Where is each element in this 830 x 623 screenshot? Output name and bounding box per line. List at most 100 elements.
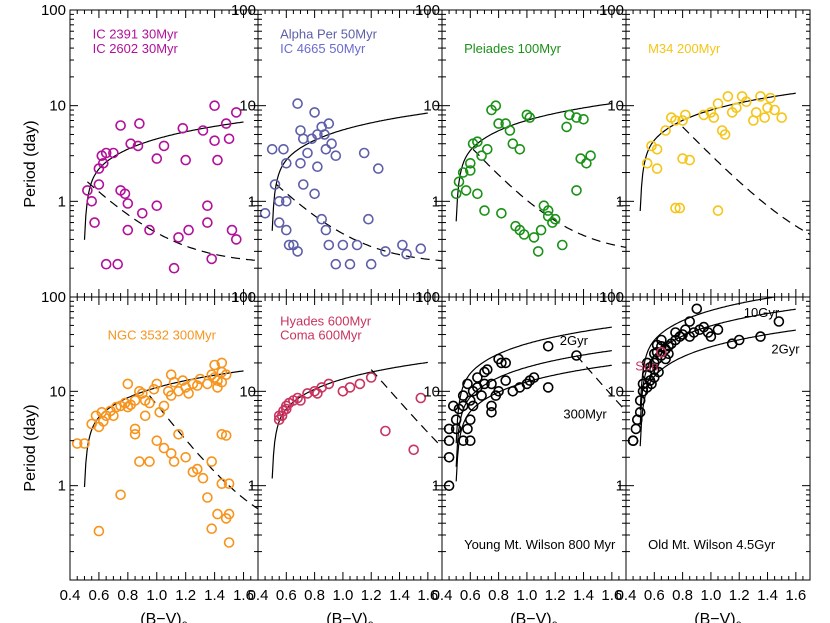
data-point xyxy=(344,258,356,270)
data-point xyxy=(674,202,686,214)
data-point xyxy=(206,253,217,265)
data-point xyxy=(708,112,720,123)
data-point xyxy=(122,224,134,236)
data-point xyxy=(464,435,476,447)
data-point xyxy=(408,444,420,456)
data-point xyxy=(302,147,313,159)
data-point xyxy=(209,135,220,146)
data-point xyxy=(660,125,671,136)
panel-label-ic2391-0: IC 2391 30Myr xyxy=(93,27,179,42)
x-tick-label: 1.4 xyxy=(204,587,225,604)
data-point xyxy=(197,472,209,484)
data-point xyxy=(111,401,122,413)
data-point xyxy=(365,372,377,383)
x-tick-label: 0.6 xyxy=(88,587,109,604)
data-point xyxy=(216,357,228,369)
data-point xyxy=(323,239,335,251)
data-point xyxy=(259,208,271,219)
data-point xyxy=(564,109,575,121)
data-point xyxy=(137,388,148,399)
data-point xyxy=(129,395,141,406)
y-tick-label: 100 xyxy=(599,2,624,19)
data-point xyxy=(653,366,664,378)
data-point xyxy=(220,513,232,524)
panel-label-youngmw-0: 2Gyr xyxy=(560,333,589,348)
data-point xyxy=(292,98,303,109)
data-point xyxy=(663,340,674,352)
data-point xyxy=(112,258,123,270)
data-point xyxy=(351,239,363,251)
x-axis-label-subscript: 0 xyxy=(182,620,188,623)
data-point xyxy=(122,198,134,209)
data-point xyxy=(651,163,663,174)
y-tick-label: 10 xyxy=(423,383,440,400)
data-point xyxy=(115,120,126,131)
data-point xyxy=(476,150,487,161)
data-point xyxy=(712,98,724,109)
gyrochrone-solid-ic2391-0 xyxy=(83,121,244,240)
gyrochrone-solid-hyades-0 xyxy=(271,361,428,479)
data-point xyxy=(280,400,292,412)
data-point xyxy=(180,154,191,166)
data-point xyxy=(479,378,490,390)
y-tick-label: 100 xyxy=(415,289,440,306)
x-tick-label: 1.0 xyxy=(146,587,167,604)
data-point xyxy=(490,100,502,111)
data-point xyxy=(401,248,412,260)
data-point xyxy=(479,366,490,378)
y-tick-label: 100 xyxy=(415,2,440,19)
data-point xyxy=(358,147,370,159)
data-point xyxy=(86,196,97,207)
data-point xyxy=(192,380,203,391)
data-point xyxy=(733,334,745,346)
data-point xyxy=(472,372,483,383)
data-point xyxy=(575,153,587,164)
x-tick-label: 1.6 xyxy=(417,587,438,604)
data-point xyxy=(129,423,141,435)
data-point xyxy=(209,372,220,383)
data-point xyxy=(144,224,155,236)
data-point xyxy=(122,378,134,390)
data-point xyxy=(776,112,788,123)
x-tick-label: 0.4 xyxy=(616,587,637,604)
data-point xyxy=(323,118,335,129)
y-tick-label: 1 xyxy=(616,193,624,210)
data-point xyxy=(460,185,472,196)
panel-label-youngmw-2: Young Mt. Wilson 800 Myr xyxy=(464,537,616,552)
data-point xyxy=(93,179,105,190)
data-point xyxy=(151,435,163,447)
data-point xyxy=(521,378,533,390)
data-point xyxy=(173,232,184,243)
data-point xyxy=(363,213,374,225)
data-point xyxy=(273,196,285,207)
data-point xyxy=(330,258,342,270)
y-tick-label: 10 xyxy=(49,383,66,400)
data-point xyxy=(462,423,473,435)
data-point xyxy=(79,438,90,449)
data-point xyxy=(705,331,717,342)
data-point xyxy=(496,357,507,369)
panel-pleiades xyxy=(450,100,596,257)
data-point xyxy=(98,158,109,169)
x-tick-label: 1.2 xyxy=(175,587,196,604)
panel-label-pleiades-0: Pleiades 100Myr xyxy=(464,41,561,56)
data-point xyxy=(216,478,228,490)
data-point xyxy=(380,246,391,257)
data-point xyxy=(493,385,504,397)
data-point xyxy=(528,232,540,243)
data-point xyxy=(212,508,223,520)
y-tick-label: 10 xyxy=(607,98,624,115)
y-tick-label: 1 xyxy=(248,193,256,210)
data-point xyxy=(177,375,189,386)
data-point xyxy=(571,185,582,196)
data-point xyxy=(151,153,163,164)
data-point xyxy=(549,213,561,225)
data-point xyxy=(486,378,497,390)
y-axis-label-bottom: Period (day) xyxy=(22,404,39,491)
data-point xyxy=(144,456,155,467)
data-point xyxy=(457,167,469,178)
data-point xyxy=(206,369,217,381)
data-point xyxy=(151,200,163,211)
x-tick-label: 1.4 xyxy=(757,587,778,604)
